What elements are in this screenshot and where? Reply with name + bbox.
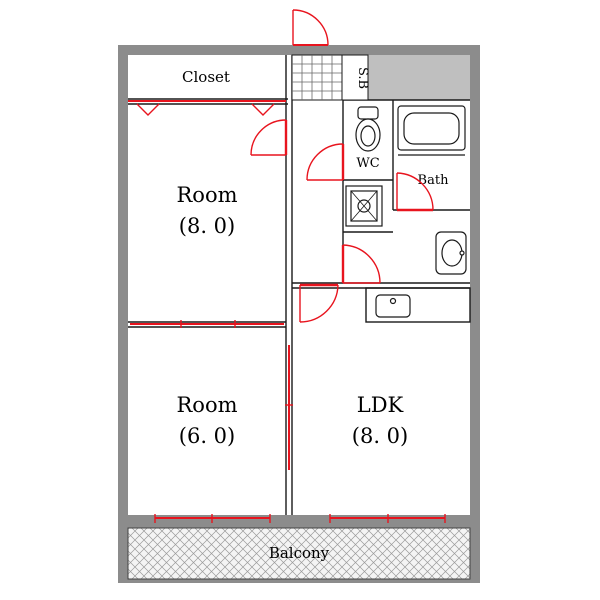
doors-and-windows [128,9,446,523]
kitchen-sink [375,294,411,318]
sb-label: S.B [355,67,370,89]
balcony-label: Balcony [269,544,330,562]
washer-pan [345,185,383,227]
room2-size: (6. 0) [179,424,235,448]
toilet-fixture [355,106,381,152]
shoe-box: S.B [291,54,370,101]
wash-basin [435,231,467,275]
room1-name: Room [176,183,237,207]
wc-label: WC [356,156,379,171]
closet-label: Closet [182,68,230,86]
closet-sliding-doors [128,100,286,116]
washroom-door [341,244,381,284]
balcony: Balcony [118,523,480,583]
wc-door [306,143,345,181]
ldk-size: (8. 0) [352,424,408,448]
room1-door [250,119,288,156]
ldk-name: LDK [357,393,404,417]
entrance-door [292,9,329,46]
bath-label: Bath [418,173,450,188]
room1-size: (8. 0) [179,214,235,238]
bathtub-fixture [397,105,466,156]
bedroom-sliding-door [130,320,284,328]
service-shaft [368,55,470,100]
balcony-windows [154,514,446,523]
room2-name: Room [176,393,237,417]
ldk-sliding-door [285,345,293,470]
bath-door [396,172,434,212]
ldk-door [299,283,339,323]
